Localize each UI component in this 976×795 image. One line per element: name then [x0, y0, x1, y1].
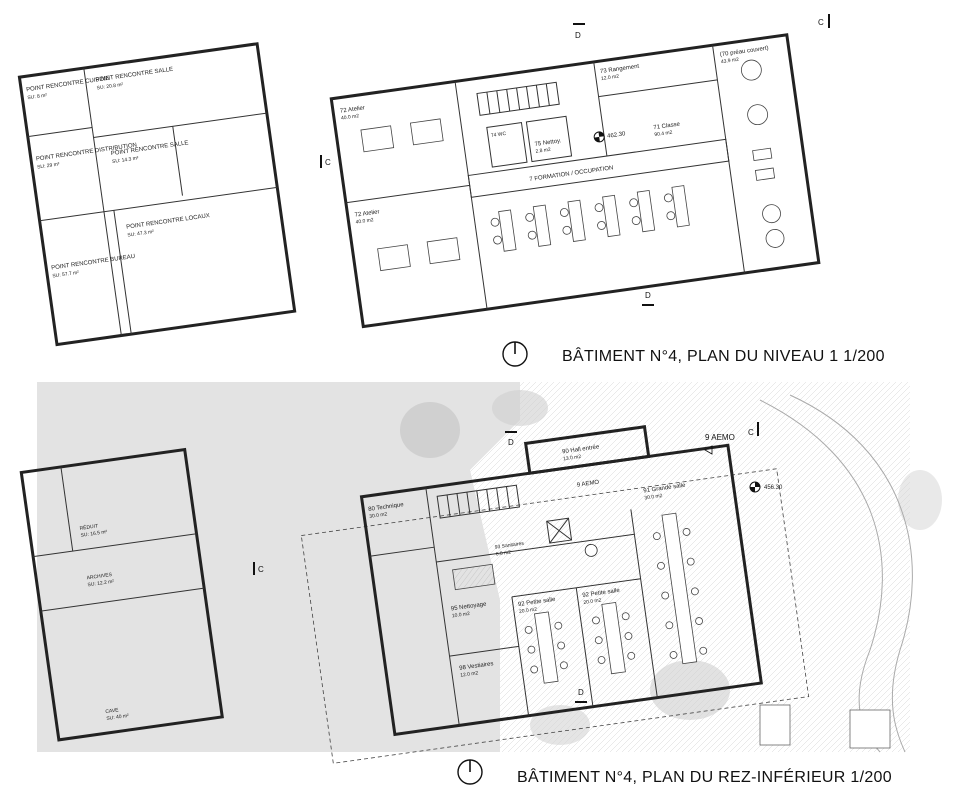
l1-left-room-5-name: POINT RENCONTRE BUREAU	[51, 254, 136, 272]
l1-section-d-top: D	[575, 31, 581, 40]
l1-preau-furniture	[740, 59, 785, 248]
l1-left-room-4-area: SU: 14.3 m²	[112, 155, 140, 165]
l1-room-preau-area: 43.9 m2	[721, 57, 740, 65]
lower-meeting-tables	[524, 512, 708, 684]
lower-caption: BÂTIMENT N°4, PLAN DU REZ-INFÉRIEUR 1/20…	[457, 759, 892, 786]
lower-room-aemo-name: 9 AEMO	[577, 480, 600, 489]
lower-entrance-label: 9 AEMO	[705, 433, 735, 442]
l1-left-room-1-area: SU: 8 m²	[27, 93, 48, 102]
lower-room-grande-salle-area: 30.0 m2	[644, 493, 663, 501]
lower-room-nettoyage-area: 10.0 m2	[452, 611, 471, 619]
lower-room-petite-salle-b-area: 20.0 m2	[583, 597, 602, 605]
l1-left-room-3-area: SU: 29 m²	[37, 161, 60, 170]
l1-room-nettoyage-name: 75 Nettoy.	[534, 138, 562, 148]
lower-site-ground	[37, 382, 942, 753]
l1-caption-text: BÂTIMENT N°4, PLAN DU NIVEAU 1 1/200	[562, 346, 885, 365]
lower-elevation-value: 456.30	[764, 485, 783, 491]
lower-left-room-1-name: RÉDUIT	[79, 522, 98, 532]
l1-caption: BÂTIMENT N°4, PLAN DU NIVEAU 1 1/200	[502, 341, 885, 367]
l1-room-atelier-a-name: 72 Atelier	[340, 105, 366, 114]
l1-section-c-left: C	[325, 158, 331, 167]
lower-section-d-bottom: D	[578, 688, 584, 697]
lower-left-room-3-area: SU: 40 m²	[106, 713, 129, 722]
l1-section-d-bottom: D	[645, 291, 651, 300]
lower-left-room-3-name: CAVE	[105, 707, 120, 715]
lower-left-room-2-area: SU: 12.2 m²	[87, 579, 115, 589]
l1-room-atelier-b-area: 40.0 m2	[355, 217, 374, 225]
level1-main-building: 72 Atelier 40.0 m2 72 Atelier 40.0 m2 73…	[329, 33, 821, 329]
lower-room-petite-salle-b-name: 92 Petite salle	[582, 588, 621, 599]
l1-room-classe-name: 71 Classe	[653, 121, 681, 131]
l1-section-marks: C C D D	[320, 14, 830, 306]
l1-section-c-right: C	[818, 18, 824, 27]
lower-stair	[436, 484, 521, 519]
l1-stair	[476, 81, 560, 116]
l1-room-formation-name: 7 FORMATION / OCCUPATION	[529, 165, 614, 183]
lower-room-vestiaires-name: 98 Vestiaires	[459, 661, 494, 672]
lower-room-technique-area: 30.0 m2	[369, 511, 388, 519]
level1-left-building: POINT RENCONTRE CUISINE SU: 8 m² POINT R…	[17, 42, 297, 347]
l1-left-room-2-area: SU: 20.8 m²	[96, 82, 124, 92]
lower-room-sanitaires-area: 6.0 m2	[495, 550, 511, 558]
l1-room-classe-area: 90.4 m2	[654, 130, 673, 138]
lower-parking	[759, 704, 891, 749]
l1-left-room-5-area: SU: 57.7 m²	[52, 270, 80, 280]
l1-left-room-6-name: POINT RENCONTRE LOCAUX	[126, 213, 210, 231]
lower-section-c-right: C	[748, 428, 754, 437]
l1-left-room-2-name: POINT RENCONTRE SALLE	[95, 67, 173, 84]
l1-left-room-6-area: SU: 47.3 m²	[127, 229, 155, 239]
lower-room-hall-area: 13.0 m2	[563, 454, 582, 462]
l1-classe-desks	[490, 185, 690, 252]
l1-elevation-marker: 462.30	[593, 131, 627, 143]
lower-room-sanitaires-name: 93 Sanitaires	[494, 541, 524, 551]
lower-section-c-left: C	[258, 565, 264, 574]
lower-left-building: RÉDUIT SU: 16.5 m² ARCHIVES SU: 12.2 m² …	[19, 447, 224, 742]
lower-room-technique-name: 80 Technique	[368, 502, 405, 513]
l1-room-rangement-name: 73 Rangement	[600, 64, 640, 75]
lower-elevation-marker: 456.30	[749, 481, 783, 493]
l1-room-atelier-b-name: 72 Atelier	[354, 209, 380, 218]
l1-room-preau-name: (70 préau couvert)	[720, 46, 769, 59]
l1-room-atelier-a-area: 40.0 m2	[341, 113, 360, 121]
l1-elevation-value: 462.30	[607, 131, 627, 140]
lower-section-marks: C C D D	[253, 422, 759, 703]
lower-entrance: 9 AEMO	[704, 433, 735, 455]
lower-room-vestiaires-area: 12.0 m2	[460, 670, 479, 678]
lower-section-d-top: D	[508, 438, 514, 447]
lower-room-petite-salle-a-area: 20.0 m2	[519, 606, 538, 614]
lower-room-hall-name: 90 Hall entrée	[562, 444, 600, 455]
lower-room-grande-salle-name: 91 Grande salle	[643, 483, 686, 495]
lower-room-petite-salle-a-name: 92 Petite salle	[518, 597, 557, 608]
l1-room-rangement-area: 12.0 m2	[601, 74, 620, 82]
l1-atelier-tables	[360, 118, 461, 272]
lower-left-room-1-area: SU: 16.5 m²	[80, 529, 108, 539]
lower-main-building: 90 Hall entrée 13.0 m2 9 AEMO 80 Techniq…	[300, 425, 810, 764]
entrance-arrow-icon	[704, 445, 713, 455]
l1-room-nettoyage-area: 2.8 m2	[535, 147, 551, 155]
lower-left-room-2-name: ARCHIVES	[86, 572, 113, 582]
lower-room-nettoyage-name: 95 Nettoyage	[451, 601, 488, 612]
l1-room-wc-name: 74 WC	[491, 131, 507, 139]
lower-caption-text: BÂTIMENT N°4, PLAN DU REZ-INFÉRIEUR 1/20…	[517, 767, 892, 786]
